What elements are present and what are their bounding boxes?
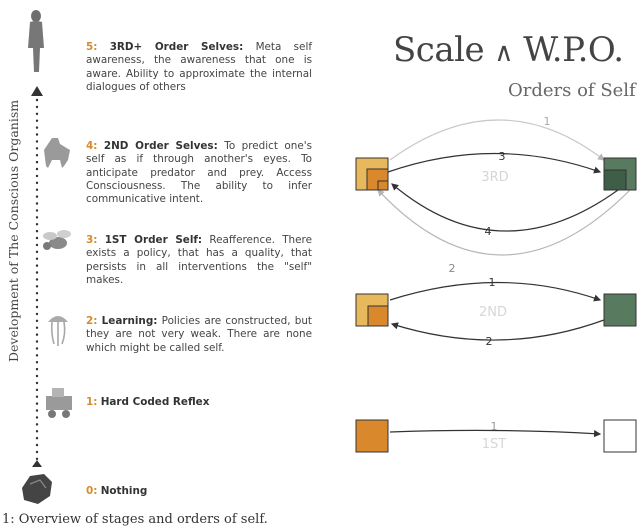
diagram-title: Scale ∧ W.P.O. — [393, 30, 624, 70]
bee-icon — [43, 230, 71, 250]
edge-label-3rd-4: 4 — [485, 225, 492, 238]
row-label-2nd: 2ND — [479, 305, 507, 320]
edge-label-3rd-2: 2 — [449, 262, 456, 275]
node-3rd-right-inner — [603, 169, 627, 191]
level-4-description: 4: 2ND Order Selves: To predict one's se… — [86, 140, 312, 206]
edge-2nd-1 — [389, 281, 602, 302]
node-2nd-right — [603, 293, 637, 327]
level-2-description: 2: Learning: Policies are constructed, b… — [86, 315, 313, 354]
node-1st-left — [355, 419, 389, 453]
node-3rd-left-inner — [377, 180, 389, 191]
edge-label-2nd-2: 2 — [486, 335, 493, 348]
edge-1st-1 — [389, 429, 602, 438]
wolf-icon — [44, 138, 70, 168]
edge-label-1st-1: 1 — [491, 420, 498, 433]
edge-2nd-2 — [390, 319, 605, 341]
rock-icon — [22, 474, 52, 504]
node-2nd-left-inner — [367, 305, 389, 327]
edge-3rd-3 — [387, 152, 602, 174]
edge-3rd-1 — [389, 119, 605, 161]
node-1st-right — [603, 419, 637, 453]
edge-label-3rd-3: 3 — [499, 150, 506, 163]
level-5-description: 5: 3RD+ Order Selves: Meta self awarenes… — [86, 41, 312, 93]
jellyfish-icon — [48, 316, 68, 346]
human-figure-icon — [28, 10, 44, 72]
figure-caption: 1: Overview of stages and orders of self… — [2, 512, 268, 527]
machine-icon — [46, 388, 72, 418]
wedge-symbol: ∧ — [494, 38, 513, 68]
level-3-description: 3: 1ST Order Self: Reafference. There ex… — [86, 234, 312, 286]
timeline-down-arrow-head — [32, 460, 42, 467]
timeline-up-arrow — [31, 86, 43, 96]
development-timeline — [22, 10, 72, 504]
level-1-description: 1: Hard Coded Reflex — [86, 396, 210, 408]
row-label-3rd: 3RD — [481, 170, 508, 185]
edge-3rd-4 — [391, 183, 619, 232]
level-0-description: 0: Nothing — [86, 485, 148, 497]
edge-label-3rd-1: 1 — [544, 115, 551, 128]
row-label-1st: 1ST — [482, 437, 507, 452]
edge-3rd-2 — [377, 189, 631, 256]
diagram-subtitle: Orders of Self — [508, 80, 636, 101]
edge-label-2nd-1: 1 — [489, 276, 496, 289]
